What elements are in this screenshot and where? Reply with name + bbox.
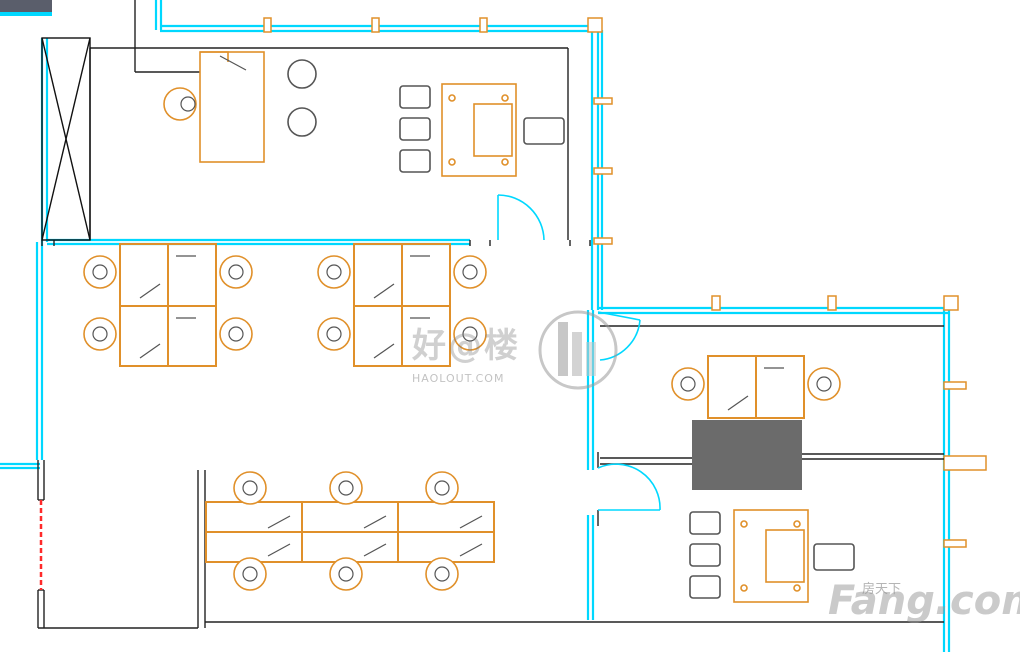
logo-circle	[538, 310, 618, 390]
executive-desk	[199, 51, 265, 163]
meeting-table	[441, 83, 517, 177]
window-ticks	[263, 17, 987, 548]
corner-strip	[0, 0, 52, 14]
chair-figures	[92, 96, 832, 582]
shaft-cross	[41, 37, 91, 241]
corner-strip-edge	[0, 12, 52, 16]
watermark-brand-cn: 房天下	[862, 582, 902, 597]
column	[692, 420, 802, 490]
watermark-brand: Fang.com	[828, 578, 1020, 624]
meeting-table	[733, 509, 809, 603]
watermark-subtitle: HAOLOUT.COM	[412, 372, 505, 385]
interior-lines	[37, 0, 944, 629]
task-chairs	[83, 87, 841, 591]
door-swing	[497, 194, 661, 511]
chairs	[287, 59, 855, 599]
desk-equipment	[139, 55, 784, 557]
watermark-center: 好@楼	[412, 326, 520, 366]
